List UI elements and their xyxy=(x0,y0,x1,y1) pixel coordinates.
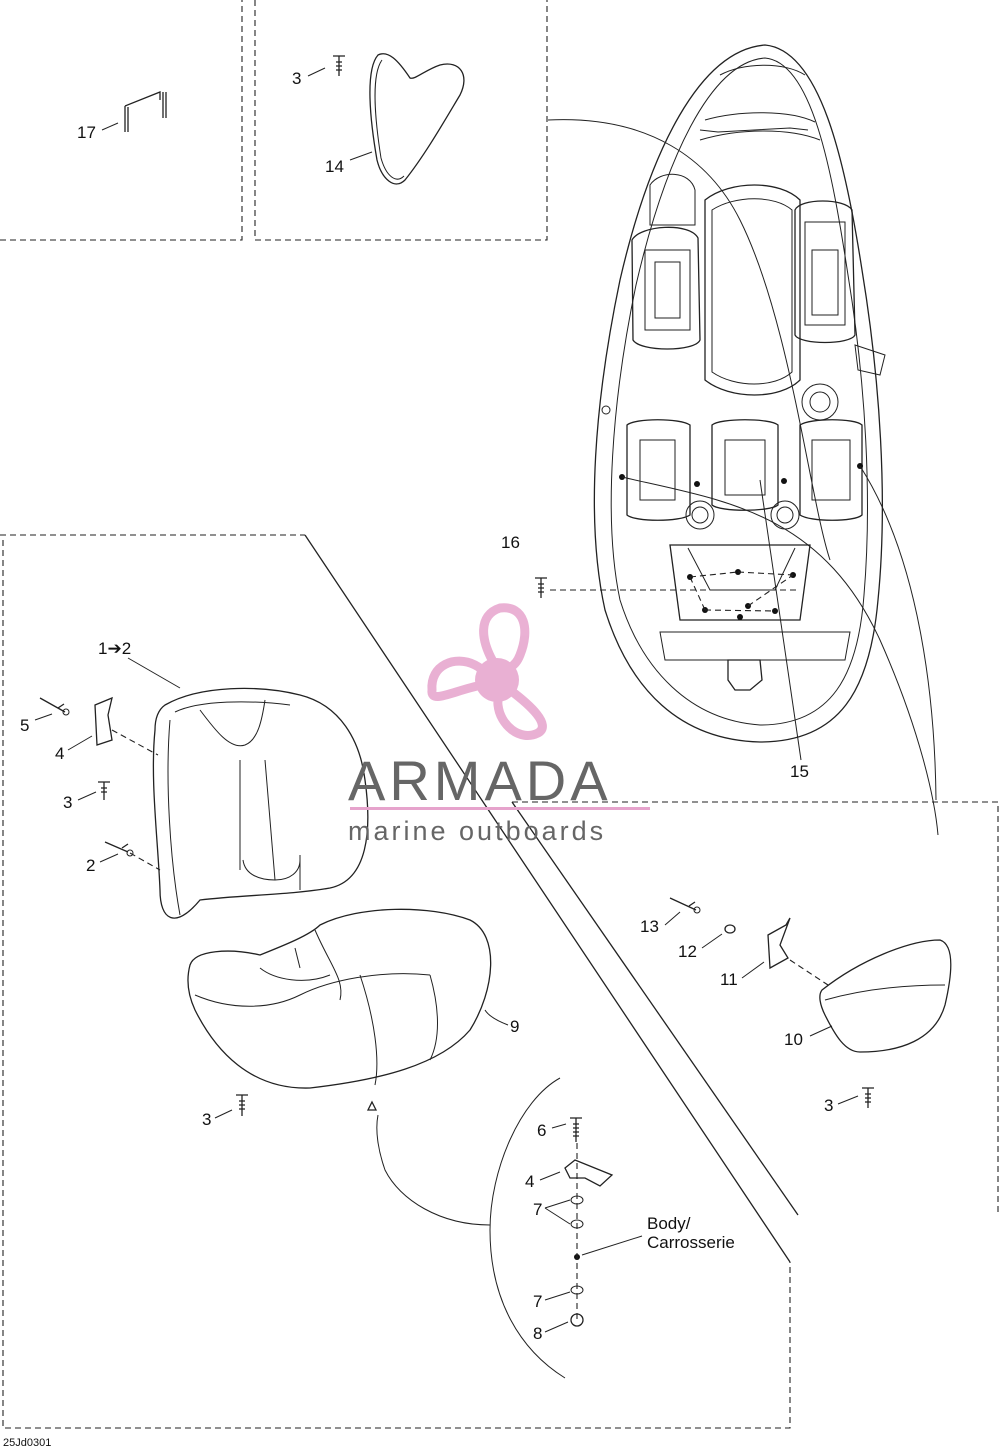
callout-7-lower: 7 xyxy=(533,1292,542,1311)
backrest-part-1 xyxy=(152,687,369,919)
body-label-line2: Carrosserie xyxy=(647,1233,735,1252)
propeller-logo-icon xyxy=(427,603,547,740)
body-label-line1: Body/ xyxy=(647,1214,691,1233)
screw-icon xyxy=(333,55,345,76)
callout-3-top: 3 xyxy=(292,69,301,88)
callout-12: 12 xyxy=(678,942,697,961)
seat-cushion-part-9 xyxy=(187,908,492,1111)
callout-7-upper: 7 xyxy=(533,1200,542,1219)
callout-3-backrest: 3 xyxy=(63,793,72,812)
callout-1-2: 1➔2 xyxy=(98,639,131,658)
watermark-title: ARMADA xyxy=(348,749,612,812)
fastener-detail-view xyxy=(376,1077,614,1379)
callout-9: 9 xyxy=(510,1017,519,1036)
pad-part-14 xyxy=(369,53,465,185)
callout-14: 14 xyxy=(325,157,344,176)
callout-16: 16 xyxy=(501,533,520,552)
callout-labels: 17 3 14 16 1➔2 5 4 3 2 15 13 12 11 10 9 … xyxy=(3,69,833,1449)
watercraft-hull-outline xyxy=(593,44,886,743)
callout-15: 15 xyxy=(790,762,809,781)
watermark-subtitle: marine outboards xyxy=(348,816,606,846)
reference-arcs xyxy=(547,119,939,836)
callout-3-right: 3 xyxy=(824,1096,833,1115)
bracket-part-17 xyxy=(124,91,167,132)
watermark: ARMADA marine outboards xyxy=(348,603,650,846)
screw-icon xyxy=(862,1087,874,1108)
callout-3-seat: 3 xyxy=(202,1110,211,1129)
clip-part-4 xyxy=(94,696,159,756)
callout-leaders xyxy=(34,67,859,1333)
callout-2: 2 xyxy=(86,856,95,875)
callout-10: 10 xyxy=(784,1030,803,1049)
cushion-part-10 xyxy=(819,939,952,1053)
screw-icon xyxy=(98,781,110,800)
callout-11: 11 xyxy=(720,970,738,989)
callout-8: 8 xyxy=(533,1324,542,1343)
rivet-part-13 xyxy=(669,897,701,914)
screw-icon xyxy=(535,577,547,598)
callout-13: 13 xyxy=(640,917,659,936)
callout-4-backrest: 4 xyxy=(55,744,64,763)
clip-part-11 xyxy=(767,917,829,986)
rivet-part-5 xyxy=(39,697,70,716)
callout-4-detail: 4 xyxy=(525,1172,534,1191)
rivet-part-2 xyxy=(104,841,161,871)
watermark-divider xyxy=(350,807,650,810)
callout-6: 6 xyxy=(537,1121,546,1140)
screw-icon xyxy=(236,1094,248,1116)
washer-part-12 xyxy=(724,924,736,934)
callout-17: 17 xyxy=(77,123,96,142)
drawing-code: 25Jd0301 xyxy=(3,1437,51,1449)
callout-5: 5 xyxy=(20,716,29,735)
